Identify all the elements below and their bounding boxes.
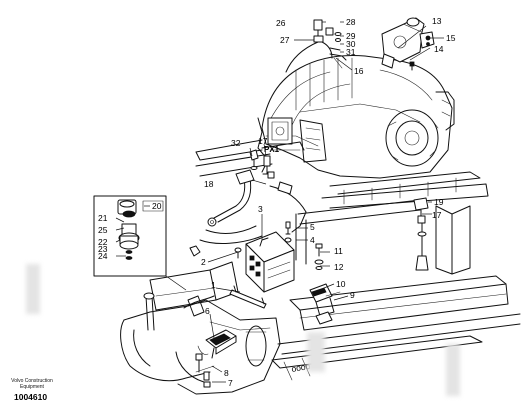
callout-15: 15 bbox=[446, 33, 456, 43]
callout-2: 2 bbox=[201, 257, 206, 267]
callout-5: 5 bbox=[310, 222, 315, 232]
callout-14: 14 bbox=[434, 44, 444, 54]
callout-1: 1 bbox=[211, 280, 216, 290]
sensor-group-9-12 bbox=[309, 243, 341, 325]
callout-32: 32 bbox=[231, 138, 241, 148]
watermark-blob bbox=[26, 264, 40, 314]
callout-22: 22 bbox=[98, 237, 108, 247]
brand-line-1: Volvo Construction bbox=[11, 378, 53, 384]
callout-3: 3 bbox=[258, 204, 263, 214]
callout-21: 21 bbox=[98, 213, 108, 223]
callout-18: 18 bbox=[204, 179, 214, 189]
connector-label-px1: PX1 bbox=[264, 145, 280, 154]
callout-9: 9 bbox=[350, 290, 355, 300]
pedal-switch-group bbox=[195, 329, 237, 388]
callout-13: 13 bbox=[432, 16, 442, 26]
callout-numbers: 1 2 3 4 5 6 7 8 9 10 11 12 13 14 15 16 1… bbox=[98, 16, 456, 388]
callout-27: 27 bbox=[280, 35, 290, 45]
callout-4: 4 bbox=[310, 235, 315, 245]
callout-31: 31 bbox=[346, 47, 356, 57]
callout-8: 8 bbox=[224, 368, 229, 378]
callout-6: 6 bbox=[205, 306, 210, 316]
watermark-blob bbox=[307, 332, 325, 372]
detail-inset bbox=[93, 195, 187, 291]
callout-28: 28 bbox=[346, 17, 356, 27]
frame-mark: oooo bbox=[291, 361, 312, 374]
callout-12: 12 bbox=[334, 262, 344, 272]
callout-7: 7 bbox=[228, 378, 233, 388]
callout-11: 11 bbox=[334, 246, 343, 256]
callout-23: 23 bbox=[98, 244, 108, 254]
callout-16: 16 bbox=[354, 66, 364, 76]
callout-10: 10 bbox=[336, 279, 346, 289]
callout-box-20 bbox=[142, 200, 164, 212]
leader-lines bbox=[115, 21, 444, 383]
cab-floor bbox=[120, 292, 281, 395]
valve-group-13-15 bbox=[381, 17, 435, 71]
callout-17-right: 17 bbox=[432, 210, 442, 220]
control-box bbox=[229, 221, 295, 309]
callout-17: 17 bbox=[258, 136, 268, 146]
callout-20: 20 bbox=[152, 201, 162, 211]
callout-30: 30 bbox=[346, 39, 356, 49]
callout-29: 29 bbox=[346, 31, 356, 41]
callout-25: 25 bbox=[98, 225, 108, 235]
callout-19: 19 bbox=[434, 197, 444, 207]
callout-26: 26 bbox=[276, 18, 286, 28]
sensor-group-17-32 bbox=[249, 141, 305, 179]
document-id: 1004610 bbox=[14, 392, 48, 402]
callout-24: 24 bbox=[98, 251, 108, 261]
brand-line-2: Equipment bbox=[20, 384, 44, 390]
engine-block bbox=[257, 55, 455, 179]
harness-18 bbox=[207, 169, 307, 233]
switch-group-26-31 bbox=[285, 19, 347, 73]
sensor-group-19 bbox=[413, 197, 429, 271]
watermark-blob bbox=[446, 344, 460, 396]
brand-mark: Volvo Construction Equipment bbox=[9, 378, 55, 390]
